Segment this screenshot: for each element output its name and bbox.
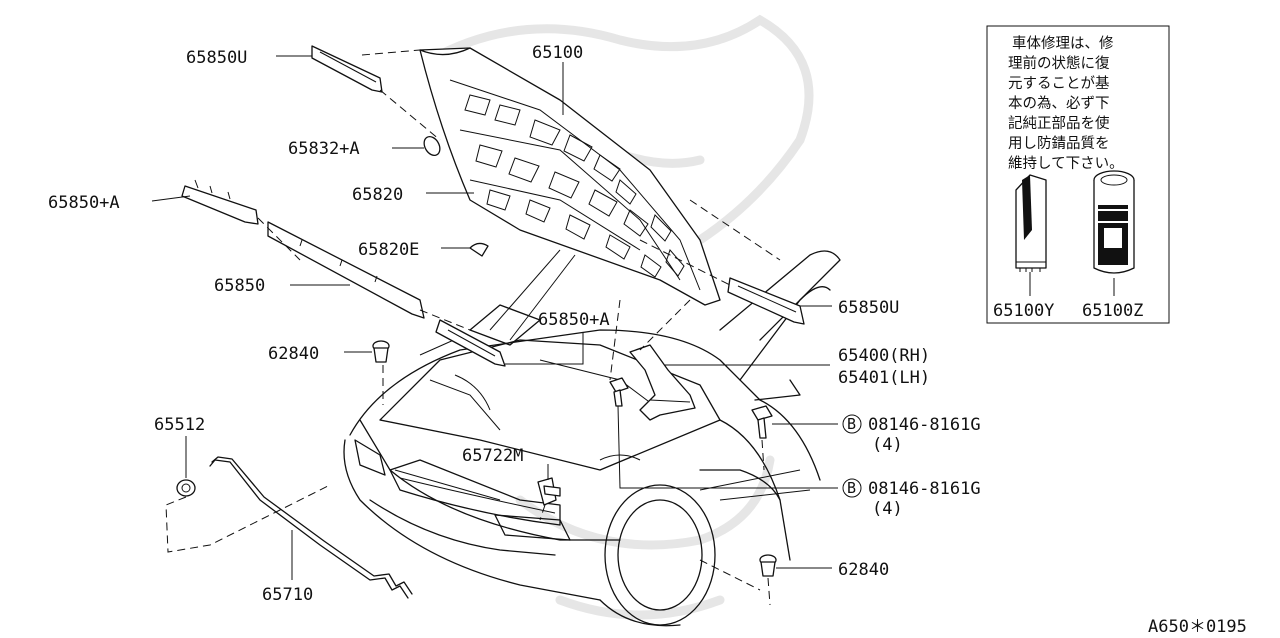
repair-note-box: 車体修理は、修 理前の状態に復 元することが基 本の為、必ず下 記純正部品を使 … xyxy=(986,25,1170,324)
callout-62840-bottom: 62840 xyxy=(838,560,889,580)
callout-65850u-top: 65850U xyxy=(186,48,247,68)
callout-65850a-mid: 65850+A xyxy=(538,310,610,330)
part-65710-stay-rod xyxy=(209,456,413,599)
callout-65832a: 65832+A xyxy=(288,139,360,159)
bolt-marker-letter-1: B xyxy=(847,415,856,433)
bolt-marker-circle-2 xyxy=(842,478,862,498)
callout-65100: 65100 xyxy=(532,43,583,63)
part-65850 xyxy=(267,221,425,319)
callout-65400: 65400(RH) xyxy=(838,346,930,366)
bolt-marker-circle-1 xyxy=(842,414,862,434)
callout-65850a-left: 65850+A xyxy=(48,193,120,213)
rust-protection-spray-icon xyxy=(1093,170,1135,274)
part-65832a xyxy=(423,136,441,156)
part-65400-hinge xyxy=(629,344,696,421)
note-line-2: 理前の状態に復 xyxy=(1008,55,1110,72)
part-65850u-top xyxy=(311,45,383,93)
callout-bolt1-code: 08146-8161G xyxy=(868,415,981,435)
bolt-marker-letter-2: B xyxy=(847,479,856,497)
part-65850u-right xyxy=(727,277,805,325)
callout-65850u-right: 65850U xyxy=(838,298,899,318)
part-65722m xyxy=(537,477,561,506)
part-62840-bottom xyxy=(759,554,777,577)
hood-panel-65100 xyxy=(419,47,721,306)
callout-bolt1-qty: (4) xyxy=(872,435,903,455)
callout-65401: 65401(LH) xyxy=(838,368,930,388)
part-bolt-08146-mid xyxy=(609,377,629,407)
diagram-code: A650＊0195 xyxy=(1148,617,1247,637)
note-line-3: 元することが基 xyxy=(1008,75,1110,92)
tube-part-number: 65100Y xyxy=(993,301,1054,321)
part-bolt-08146-right xyxy=(751,405,773,439)
can-part-number: 65100Z xyxy=(1082,301,1143,321)
note-line-4: 本の為、必ず下 xyxy=(1008,95,1110,112)
callout-65820e: 65820E xyxy=(358,240,419,260)
part-65512 xyxy=(176,479,196,497)
note-line-5: 記純正部品を使 xyxy=(1008,115,1110,132)
note-line-1: 車体修理は、修 xyxy=(1012,35,1114,52)
car-body-drawing xyxy=(343,249,841,627)
note-line-7: 維持して下さい。 xyxy=(1008,155,1124,172)
callout-bolt2-code: 08146-8161G xyxy=(868,479,981,499)
callout-65820: 65820 xyxy=(352,185,403,205)
callout-bolt2-qty: (4) xyxy=(872,499,903,519)
part-65820e xyxy=(469,242,489,257)
sealant-tube-icon xyxy=(1015,174,1047,272)
callout-65710: 65710 xyxy=(262,585,313,605)
callout-65512: 65512 xyxy=(154,415,205,435)
note-line-6: 用し防錆品質を xyxy=(1008,134,1110,152)
callout-62840-top: 62840 xyxy=(268,344,319,364)
callout-65722m: 65722M xyxy=(462,446,523,466)
leader-lines xyxy=(151,55,838,580)
part-62840-top xyxy=(372,340,390,363)
part-65850a-mid xyxy=(435,319,506,367)
assembly-dashed-lines xyxy=(165,49,781,606)
part-65850a-left xyxy=(181,179,259,225)
hood-inner-cutouts xyxy=(464,94,685,278)
callout-65850: 65850 xyxy=(214,276,265,296)
